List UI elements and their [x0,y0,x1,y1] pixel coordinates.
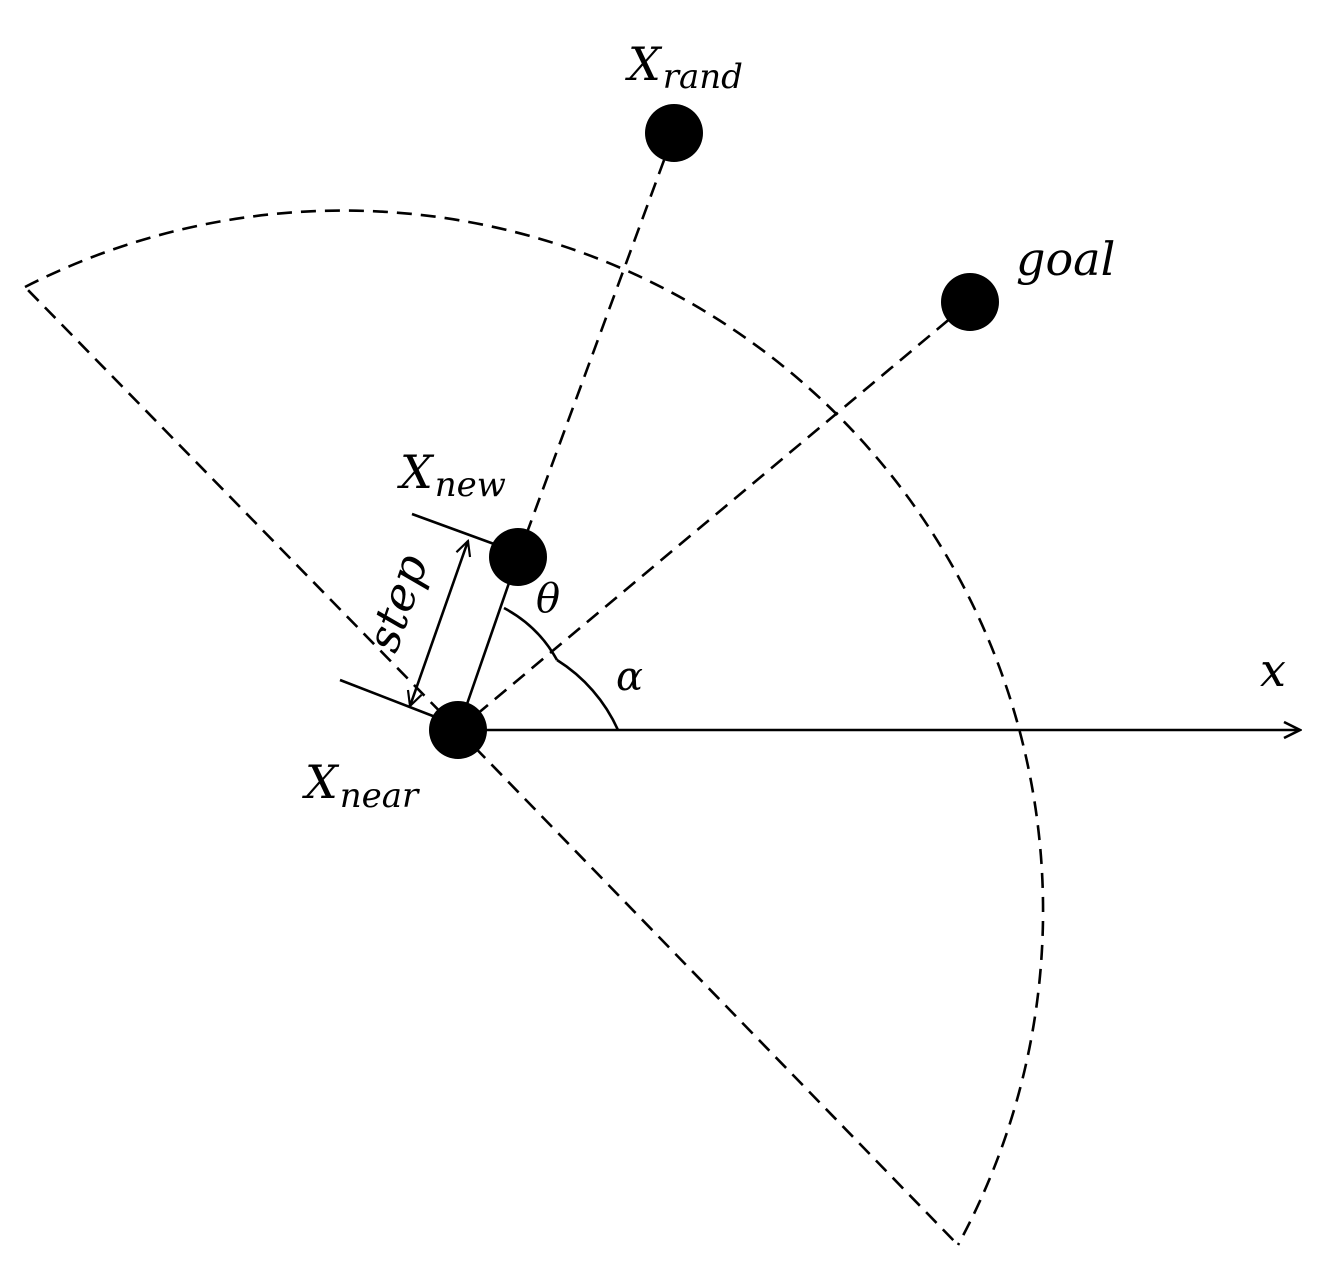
label-x-near: Xnear [302,755,420,816]
theta-arc [503,606,559,661]
node-goal [941,273,999,331]
label-x-rand: Xrand [625,37,743,97]
node-x-rand [645,104,703,162]
step-tick-bottom [339,678,439,720]
sector-upper-radius [24,286,459,731]
sector-arc [24,209,1045,1246]
label-x-new: Xnew [397,445,506,505]
sector-lower-radius [457,729,959,1246]
label-goal: goal [1016,232,1115,286]
line-new-to-rand [516,132,676,558]
alpha-arc [556,658,620,731]
step-dimension-arrow [410,541,468,706]
node-x-new [489,528,547,586]
label-x-axis: x [1260,643,1286,697]
label-alpha: α [616,654,643,700]
label-theta: θ [536,576,560,622]
step-tick-top [411,512,506,550]
line-near-to-goal [457,301,971,731]
node-x-near [429,701,487,759]
label-step: step [355,547,438,658]
